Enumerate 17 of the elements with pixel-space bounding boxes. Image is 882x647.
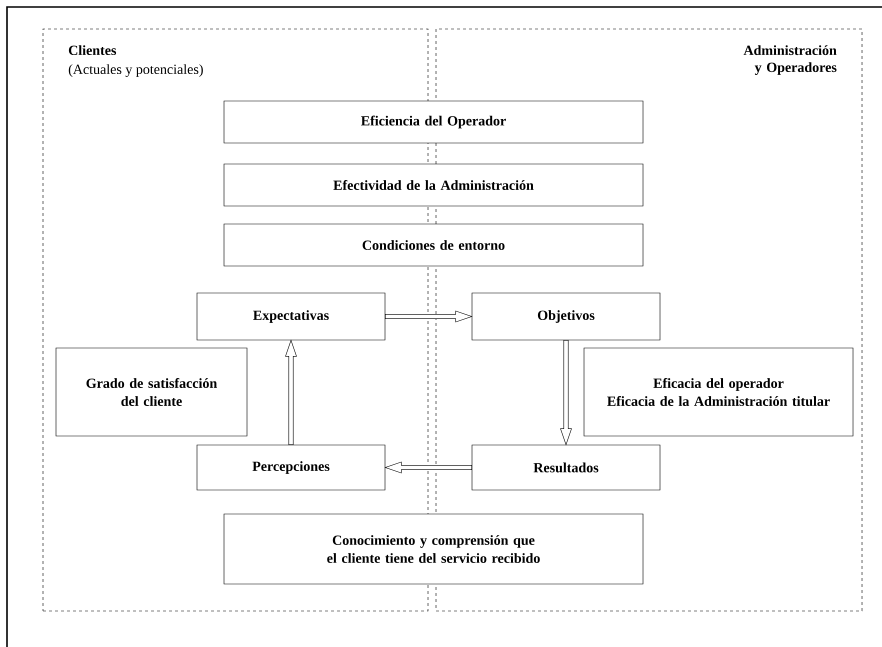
panel-heading: Administración y Operadores (744, 45, 837, 75)
text-box: Grado de satisfacción del cliente (56, 348, 248, 436)
text-box: Conocimiento y comprensión que el cliente tiene del servicio recibido (224, 514, 644, 584)
text-box: Eficacia del operador Eficacia de la Administración titular (584, 348, 854, 436)
hollow-arrow (385, 310, 473, 322)
panel-heading: Clientes (68, 45, 116, 56)
text-box: Expectativas (196, 292, 386, 340)
text-box: Condiciones de entorno (224, 224, 644, 266)
panel-heading: (Actuales y potenciales) (68, 64, 203, 77)
text-box: Eficiencia del Operador (224, 100, 644, 144)
text-box: Resultados (472, 444, 660, 490)
text-box: Percepciones (196, 444, 386, 490)
hollow-arrow (560, 340, 572, 446)
text-box: Objetivos (472, 292, 660, 340)
hollow-arrow (384, 462, 472, 474)
hollow-arrow (285, 339, 297, 445)
text-box: Efectividad de la Administración (224, 164, 644, 206)
